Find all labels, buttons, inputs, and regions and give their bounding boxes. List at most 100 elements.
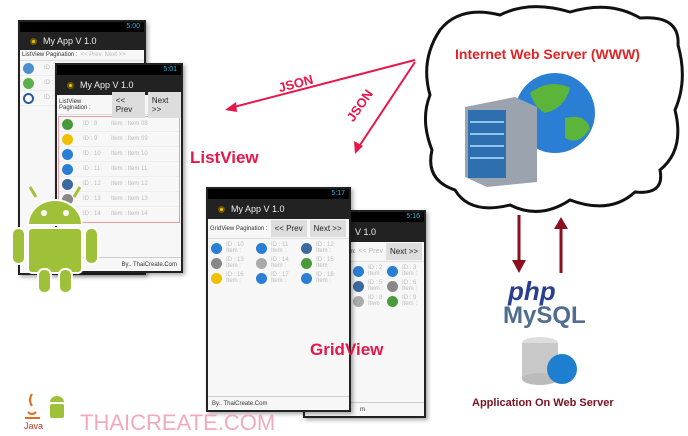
status-time: 5:01: [57, 65, 181, 75]
next-button[interactable]: Next >>: [147, 91, 181, 118]
app-title: My App V 1.0: [231, 204, 285, 214]
pagination-label: n:: [350, 248, 356, 255]
app-icon: [218, 205, 225, 213]
item-name: Item :: [368, 286, 384, 292]
item-icon: [62, 148, 73, 160]
item-icon: [301, 257, 312, 269]
item-icon: [211, 242, 222, 254]
item-id: ID : 14: [271, 257, 289, 263]
pagination-label: ListView Pagination :: [59, 98, 91, 111]
item-name: Item :: [226, 248, 242, 254]
item-id: ID : 17: [271, 272, 289, 278]
item-icon: [256, 257, 267, 269]
item-name: Item : Item 13: [111, 196, 148, 202]
item-icon: [387, 265, 398, 277]
item-id: ID : 3: [402, 265, 417, 271]
php-logo: php: [508, 276, 556, 306]
item-id: ID : 12: [83, 181, 101, 187]
app-icon: [30, 37, 37, 45]
item-name: Item : Item 09: [111, 136, 148, 142]
next-button[interactable]: Next >>: [309, 220, 346, 237]
item-id: ID : 16: [226, 272, 244, 278]
status-time: 5:16: [305, 212, 424, 222]
item-icon: [387, 280, 398, 292]
item-icon: [62, 118, 73, 130]
item-id: ID : 2: [368, 265, 383, 271]
footer-text: By.. ThaiCreate.Com: [57, 257, 181, 271]
database-icon: [522, 337, 577, 385]
prev-button[interactable]: << Prev: [111, 91, 145, 118]
item-icon: [62, 178, 73, 190]
list-item[interactable]: ID : 13 Item : Item 13: [59, 192, 179, 207]
app-icon: [67, 81, 74, 89]
gridview-phone-front: 5:17 My App V 1.0 GridView Pagination :<…: [206, 187, 351, 412]
site-watermark: THAICREATE.COM: [80, 410, 276, 435]
list-item[interactable]: ID : 9 Item : Item 09: [59, 132, 179, 147]
item-id: ID : 9: [402, 295, 417, 301]
item-icon: [301, 272, 312, 284]
prev-button[interactable]: << Prev: [358, 248, 383, 255]
users-icon: [23, 77, 34, 89]
item-name: Item : Item 12: [111, 181, 148, 187]
item-icon: [62, 133, 73, 145]
list-item[interactable]: ID : 11 Item : Item 11: [59, 162, 179, 177]
item-id: ID : 13: [83, 196, 101, 202]
app-title: My App V 1.0: [43, 36, 97, 46]
item-name: Item :: [402, 271, 418, 277]
footer-text: By.. ThaiCreate.Com: [208, 396, 349, 410]
item-icon: [353, 265, 364, 277]
item-id: ID : 11: [83, 166, 101, 172]
item-name: Item :: [271, 278, 287, 284]
pagination-label: ListView Pagination :: [22, 52, 78, 58]
item-name: Item :: [316, 278, 332, 284]
item-id: ID : 6: [402, 280, 417, 286]
listview-label: ListView: [190, 148, 259, 167]
next-button[interactable]: Next >>: [104, 52, 126, 58]
item-name: Item :: [271, 263, 287, 269]
item-icon: [387, 295, 398, 307]
item-name: Item : Item 11: [111, 166, 148, 172]
prev-button[interactable]: << Prev: [80, 52, 102, 58]
item-id: ID : 15: [316, 257, 334, 263]
users-icon: [23, 62, 34, 74]
item-icon: [256, 242, 267, 254]
item-id: ID : 8: [368, 295, 383, 301]
item-icon: [301, 242, 312, 254]
item-id: ID : 1: [44, 65, 59, 71]
item-icon: [211, 272, 222, 284]
list-item[interactable]: ID : 12 Item : Item 12: [59, 177, 179, 192]
item-id: ID : 12: [316, 242, 334, 248]
item-id: ID : 11: [271, 242, 289, 248]
next-button[interactable]: Next >>: [385, 243, 422, 260]
item-name: Item : Item 08: [111, 121, 148, 127]
svg-text:Java: Java: [24, 421, 43, 430]
prev-button[interactable]: << Prev: [270, 220, 307, 237]
item-id: ID : 9: [83, 136, 98, 142]
gridview-label: GridView: [310, 340, 384, 359]
android-robot-icon: [11, 186, 99, 294]
item-name: Item :: [226, 263, 242, 269]
java-android-logo: Java: [24, 393, 64, 430]
help-icon: [23, 92, 34, 104]
app-title: My App V 1.0: [80, 80, 134, 90]
